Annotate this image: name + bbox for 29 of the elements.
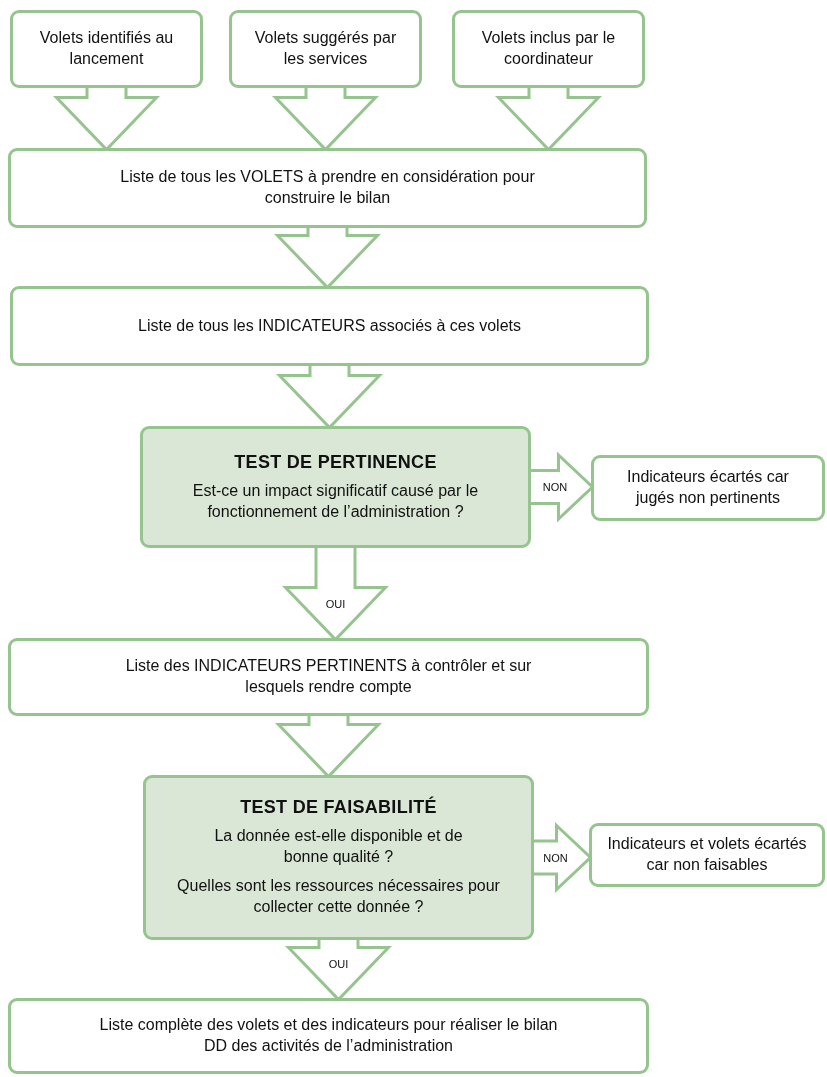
process-box: [10, 286, 649, 366]
process-box: [8, 638, 649, 716]
edge-label: NON: [541, 481, 569, 493]
box-text: Indicateurs et volets écartés car non faisables: [606, 834, 808, 875]
process-box: [229, 10, 422, 88]
box-text: Volets inclus par le coordinateur: [480, 28, 617, 69]
box-text: Liste complète des volets et des indicateurs pour réaliser le bilan DD des activités de l’administration: [98, 1015, 559, 1056]
process-box: [8, 998, 649, 1074]
box-text: Liste des INDICATEURS PERTINENTS à contrôler et sur lesquels rendre compte: [124, 656, 533, 697]
box-text: Volets identifiés au lancement: [38, 28, 175, 69]
box-text: Liste de tous les INDICATEURS associés à ces volets: [138, 315, 521, 336]
process-box: [452, 10, 645, 88]
test-question: La donnée est-elle disponible et de bonne qualité ?: [213, 826, 464, 868]
box-text: Indicateurs écartés car jugés non pertinents: [626, 467, 790, 508]
process-box: [589, 823, 825, 887]
test-question: Est-ce un impact significatif causé par le fonctionnement de l’administration ?: [191, 480, 480, 522]
box-text: Volets suggérés par les services: [253, 28, 398, 69]
test-question: Quelles sont les ressources nécessaires pour collecter cette donnée ?: [176, 876, 501, 917]
edge-label: OUI: [324, 598, 347, 609]
process-box: [591, 455, 825, 521]
edge-label: NON: [542, 852, 569, 863]
test-heading: TEST DE PERTINENCE: [234, 451, 437, 473]
decision-box: [143, 775, 534, 940]
test-heading: TEST DE FAISABILITÉ: [240, 797, 437, 819]
process-box: [10, 10, 203, 88]
edge-label: OUI: [327, 958, 350, 969]
box-text: Liste de tous les VOLETS à prendre en considération pour construire le bilan: [119, 167, 536, 208]
process-box: [8, 148, 647, 228]
decision-box: [140, 426, 531, 548]
